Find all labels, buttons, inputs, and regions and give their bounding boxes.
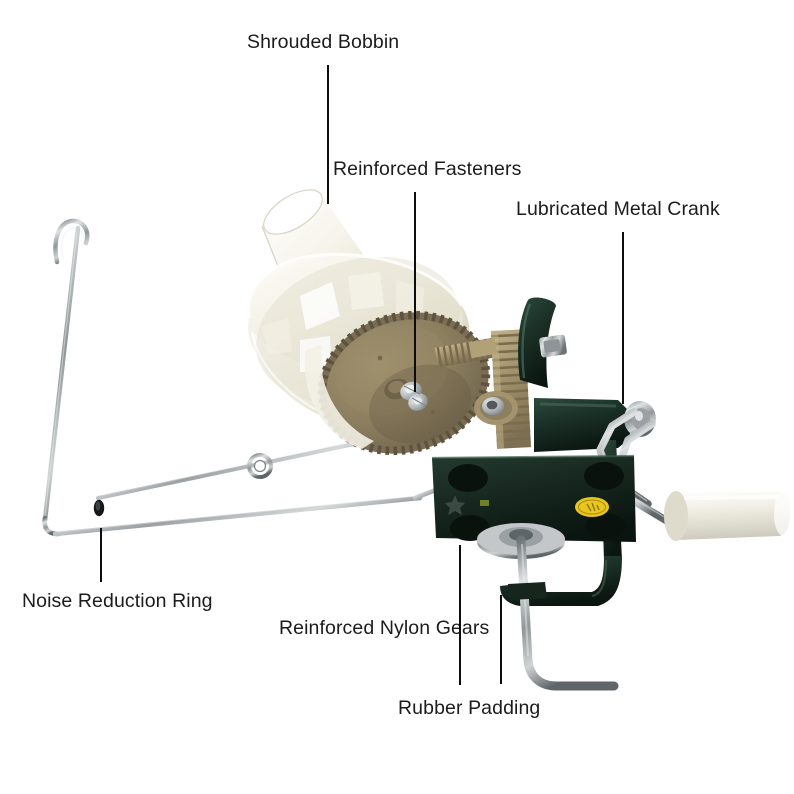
table-clamp — [477, 523, 622, 691]
leader-line-noise-reduction-ring — [100, 528, 102, 582]
callout-label-reinforced-fasteners: Reinforced Fasteners — [333, 158, 522, 180]
callout-label-lubricated-metal-crank: Lubricated Metal Crank — [516, 198, 720, 220]
noise-reduction-ring — [93, 499, 105, 517]
reinforced-fasteners — [400, 381, 428, 411]
leader-line-reinforced-fasteners — [414, 192, 416, 392]
wire-coil-loop — [247, 453, 273, 479]
winder-green-upright — [518, 297, 567, 388]
leader-line-rubber-padding — [500, 595, 502, 684]
callout-label-rubber-padding: Rubber Padding — [398, 697, 541, 719]
callout-label-noise-reduction-ring: Noise Reduction Ring — [22, 590, 213, 612]
reinforced-nylon-gears — [434, 329, 532, 449]
yellow-label-sticker — [575, 497, 609, 517]
upright-chrome-nut — [539, 334, 567, 358]
bobbin-vanes — [262, 272, 424, 372]
leader-line-shrouded-bobbin — [327, 65, 329, 204]
leader-line-reinforced-nylon-gears — [459, 545, 461, 685]
callout-label-shrouded-bobbin: Shrouded Bobbin — [247, 31, 400, 53]
leader-line-lubricated-metal-crank — [622, 232, 624, 404]
crank-handle-grip — [664, 491, 792, 541]
brand-star-emblem — [445, 495, 465, 515]
callout-label-reinforced-nylon-gears: Reinforced Nylon Gears — [279, 617, 490, 639]
